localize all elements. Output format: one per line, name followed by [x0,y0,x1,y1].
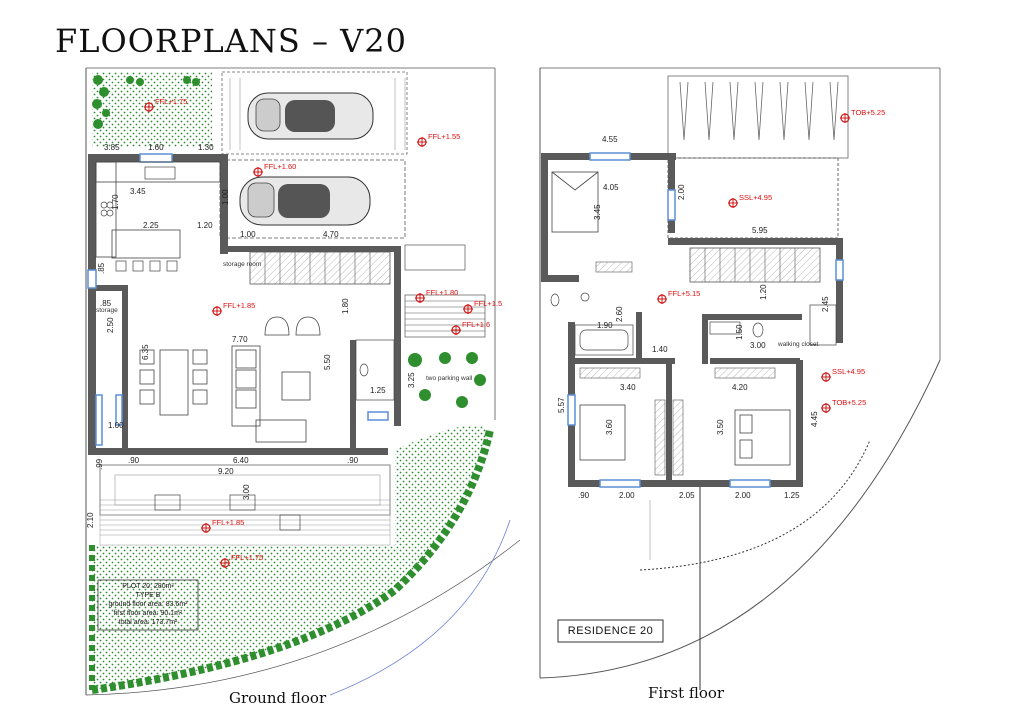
ground-dimension-label: 7.70 [232,335,248,344]
first-floor-caption: First floor [648,684,725,702]
ground-level-label: FFL+1.85 [223,301,255,310]
ground-dimension-label: 6.40 [233,456,249,465]
level-marker-icon [416,136,428,148]
level-marker-icon [727,197,739,209]
ground-floor-plan [85,67,521,696]
level-marker-icon [839,112,851,124]
first-dimension-label: 3.60 [605,419,614,435]
ground-level-label: FFL+1.55 [428,132,460,141]
first-dimension-label: 2.00 [619,491,635,500]
first-dimension-label: 2.00 [677,184,686,200]
ground-dimension-label: 1.80 [341,298,350,314]
level-marker-icon [820,371,832,383]
ground-dimension-label: 1.00 [240,230,256,239]
ground-dimension-label: 1.20 [197,221,213,230]
ground-dimension-label: 9.20 [218,467,234,476]
ground-dimension-label: .99 [95,458,104,470]
residence-label: RESIDENCE 20 [567,625,654,637]
ground-dimension-label: 6.35 [141,344,150,360]
level-marker-icon [200,522,212,534]
ground-level-label: FFL+1.5 [474,299,502,308]
page-title: FLOORPLANS – V20 [55,22,407,60]
plot-info-line: TYPE B [135,592,161,599]
ground-note-label: two parking wall [426,375,473,382]
plot-info-line: total area: 173.7m² [118,619,178,626]
ground-dimension-label: 1.30 [198,143,214,152]
level-marker-icon [656,293,668,305]
ground-dimension-label: 1.60 [148,143,164,152]
ground-dimension-label: .85 [100,299,112,308]
level-marker-icon [211,305,223,317]
first-level-label: TOB+5.25 [851,108,885,117]
plot-info-box [97,579,199,631]
level-marker-icon [414,292,426,304]
ground-floor-caption: Ground floor [229,689,327,707]
residence-label-box [557,619,664,643]
first-dimension-label: 4.20 [732,383,748,392]
ground-dimension-label: 2.25 [143,221,159,230]
first-dimension-label: 3.40 [620,383,636,392]
first-dimension-label: 1.90 [597,321,613,330]
ground-dimension-label: .90 [128,456,140,465]
ground-level-label: FFL+1.6 [462,320,490,329]
first-floor-plan [539,67,941,690]
ground-level-label: FFL+1.85 [212,518,244,527]
ground-dimension-label: 3.45 [130,187,146,196]
ground-dimension-label: 1.00 [108,421,124,430]
ground-dimension-label: .85 [97,262,106,274]
ground-dimension-label: 4.70 [323,230,339,239]
ground-level-label: FFL+1.75 [155,97,187,106]
first-level-label: TOB+5.25 [832,398,866,407]
first-dimension-label: 1.50 [735,324,744,340]
first-dimension-label: 2.00 [735,491,751,500]
first-dimension-label: 1.20 [759,284,768,300]
car-top [247,92,374,140]
level-marker-icon [462,303,474,315]
first-dimension-label: 3.50 [716,419,725,435]
first-dimension-label: 3.00 [750,341,766,350]
ground-dimension-label: .90 [347,456,359,465]
first-dimension-label: 1.25 [784,491,800,500]
ground-dimension-label: 1.25 [370,386,386,395]
first-dimension-label: 2.60 [615,306,624,322]
level-marker-icon [252,166,264,178]
plot-info-line: PLOT 20: 280m² [122,583,174,590]
plot-info-line: first floor area: 90.1m² [113,610,183,617]
first-dimension-label: 2.45 [821,296,830,312]
first-dimension-label: 3.45 [593,204,602,220]
ground-dimension-label: 3.85 [104,143,120,152]
first-dimension-label: 2.05 [679,491,695,500]
first-dimension-label: 1.40 [652,345,668,354]
ground-level-label: FFL+1.80 [426,288,458,297]
ground-dimension-label: 3.00 [242,484,251,500]
ground-dimension-label: 2.50 [106,317,115,333]
first-level-label: SSL+4.95 [739,193,772,202]
ground-dimension-label: 2.10 [86,512,95,528]
ground-note-label: storage room [223,261,261,268]
plot-info: PLOT 20: 280m² TYPE B ground floor area:… [98,582,198,627]
first-level-label: FFL+5.15 [668,289,700,298]
first-note-label: walking closet [777,341,819,348]
ground-dimension-label: 3.25 [407,372,416,388]
first-level-label: SSL+4.95 [832,367,865,376]
ground-dimension-label: 1.70 [111,194,120,210]
ground-dimension-label: 1.00 [221,189,230,205]
first-dimension-label: 5.95 [752,226,768,235]
first-dimension-label: 5.57 [557,397,566,413]
first-dimension-label: 4.45 [810,411,819,427]
ground-dimension-label: 5.50 [323,354,332,370]
first-dimension-label: .90 [578,491,590,500]
ground-level-label: FFL+1.60 [264,162,296,171]
level-marker-icon [450,324,462,336]
first-dimension-label: 4.55 [602,135,618,144]
ground-note-label: storage [96,307,118,314]
car-bottom [239,176,371,226]
ground-level-label: FFL+1.75 [231,553,263,562]
plot-info-line: ground floor area: 83.6m² [108,601,188,608]
first-dimension-label: 4.05 [603,183,619,192]
level-marker-icon [820,402,832,414]
